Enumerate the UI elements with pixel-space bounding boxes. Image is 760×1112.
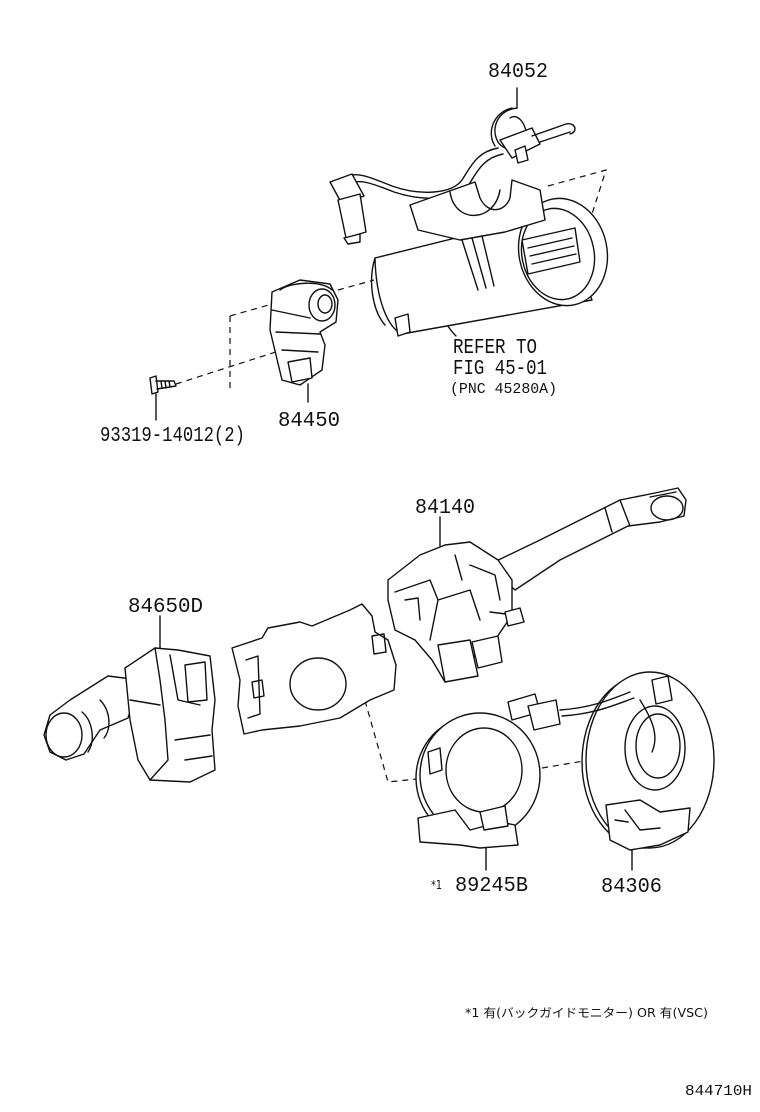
- callout-screw-93319: 93319-14012(2): [100, 425, 245, 448]
- turn-signal-switch-84140: [387, 487, 687, 683]
- reference-line-2: FIG 45-01: [453, 358, 547, 381]
- wire-harness-84052: [329, 107, 576, 245]
- callout-84450: 84450: [278, 410, 340, 433]
- callout-84650d: 84650D: [128, 596, 203, 619]
- figure-id: 844710H: [685, 1083, 752, 1100]
- callout-84052: 84052: [488, 61, 548, 84]
- ignition-lock-housing: [370, 179, 609, 337]
- screw-93319: [149, 375, 177, 395]
- callout-89245b-note-mark: *1: [431, 878, 442, 892]
- reference-line-1: REFER TO: [453, 337, 537, 360]
- spiral-cable-89245b: [415, 712, 541, 849]
- callout-84306: 84306: [601, 876, 662, 899]
- assembly-guide-lines: [175, 169, 607, 783]
- switch-84450: [269, 279, 339, 386]
- clamp-plate: [231, 603, 397, 735]
- callout-89245b: 89245B: [455, 875, 528, 898]
- footnote: *1 有(バックガイドモニター) OR 有(VSC): [465, 1006, 708, 1020]
- reference-line-3: (PNC 45280A): [450, 381, 557, 398]
- wiper-switch-84650d: [43, 647, 216, 783]
- callout-84140: 84140: [415, 497, 475, 520]
- spiral-cable-84306: [507, 671, 715, 851]
